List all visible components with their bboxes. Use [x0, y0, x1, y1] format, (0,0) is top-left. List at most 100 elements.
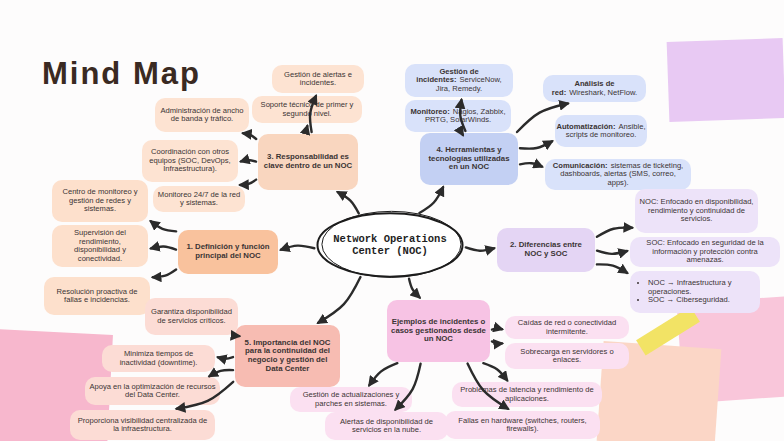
arrow-connector [369, 363, 397, 385]
topic-box: 2. Diferencias entre NOC y SOC [497, 228, 595, 272]
subtopic-box: Resolución proactiva de fallas e inciden… [44, 277, 150, 315]
text-wrap: Gestión de incidentes:ServiceNow, Jira, … [409, 68, 509, 94]
node-text: Soporte técnico de primer y segundo nive… [261, 100, 354, 118]
node-text: Ejemplos de incidentes o casos gestionad… [391, 317, 486, 343]
node-heading: Comunicación: [553, 161, 608, 170]
node-text: Resolución proactiva de fallas e inciden… [56, 287, 137, 305]
arrow-connector [240, 180, 256, 185]
text-wrap: Gestión de alertas e incidentes. [276, 71, 360, 88]
subtopic-box: Monitoreo:Nagios, Zabbix, PRTG, SolarWin… [405, 100, 511, 132]
text-wrap: 3. Responsabilidad es clave dentro de un… [262, 153, 354, 170]
text-wrap: Soporte técnico de primer y segundo nive… [256, 101, 358, 118]
text-wrap: Caídas de red o conectividad intermitent… [509, 319, 625, 336]
text-wrap: Administración de ancho de banda y tráfi… [159, 107, 245, 124]
arrow-connector [281, 246, 314, 250]
node-text: Monitoreo 24/7 de la red y sistemas. [158, 190, 240, 208]
subtopic-box: Fallas en hardware (switches, routers, f… [445, 411, 600, 439]
subtopic-box: Caídas de red o conectividad intermitent… [505, 316, 629, 339]
text-wrap: Comunicación:sistemas de ticketing, dash… [549, 162, 687, 188]
text-wrap: Automatización:Ansible, scripts de monit… [556, 123, 645, 140]
subtopic-box: NOC: Enfocado en disponibilidad, rendimi… [635, 189, 758, 233]
text-wrap: Alertas de disponibilidad de servicios e… [329, 418, 444, 435]
arrow-connector [218, 357, 233, 359]
text-wrap: Monitoreo:Nagios, Zabbix, PRTG, SolarWin… [409, 108, 507, 125]
node-text: Minimiza tiempos de inactividad (downtim… [120, 349, 198, 367]
subtopic-box: Alertas de disponibilidad de servicios e… [325, 412, 448, 440]
subtopic-box: Coordinación con otros equipos (SOC, Dev… [142, 140, 238, 182]
subtopic-box: Análisis de red:Wireshark, NetFlow. [543, 75, 646, 102]
page-title: Mind Map [42, 56, 201, 92]
topic-box: 5. Importancia del NOC para la continuid… [235, 325, 340, 387]
node-text: 1. Definición y función principal del NO… [186, 242, 269, 260]
arrow-connector [306, 126, 309, 132]
text-wrap: SOC: Enfocado en seguridad de la informa… [634, 239, 776, 265]
topic-box: Ejemplos de incidentes o casos gestionad… [387, 300, 490, 362]
subtopic-box: Soporte técnico de primer y segundo nive… [252, 96, 362, 123]
subtopic-box: Administración de ancho de banda y tráfi… [155, 98, 249, 132]
node-text: Gestión de alertas e incidentes. [284, 70, 352, 88]
central-ellipse: Network Operations Center (NOC) [316, 212, 464, 278]
text-wrap: Análisis de red:Wireshark, NetFlow. [547, 80, 642, 97]
subtopic-box: Problemas de latencia y rendimiento de a… [452, 382, 602, 407]
node-text: Proporciona visibilidad centralizada de … [78, 416, 208, 434]
node-text: 5. Importancia del NOC para la continuid… [245, 338, 331, 373]
text-wrap: 5. Importancia del NOC para la continuid… [239, 339, 336, 374]
text-wrap: Resolución proactiva de fallas e inciden… [48, 288, 146, 305]
text-wrap: Fallas en hardware (switches, routers, f… [449, 417, 596, 434]
text-wrap: 2. Diferencias entre NOC y SOC [501, 241, 591, 258]
subtopic-box: Automatización:Ansible, scripts de monit… [555, 115, 647, 147]
node-text: Coordinación con otros equipos (SOC, Dev… [149, 147, 230, 173]
arrow-connector [419, 187, 443, 213]
arrow-connector [318, 277, 360, 323]
arrow-connector [492, 341, 502, 343]
arrow-connector [483, 363, 507, 380]
subtopic-box: Centro de monitoreo y gestión de redes y… [52, 180, 148, 222]
topic-box: 1. Definición y función principal del NO… [178, 230, 278, 274]
node-text: Gestión de actualizaciones y parches en … [303, 390, 400, 408]
node-text: Problemas de latencia y rendimiento de a… [460, 385, 593, 403]
arrow-connector [597, 228, 632, 237]
text-wrap: Supervisión del rendimiento, disponibili… [56, 229, 144, 263]
arrow-connector [241, 160, 256, 162]
node-text: Garantiza disponibilidad de servicios cr… [151, 307, 232, 325]
text-wrap: Network Operations Center (NOC) [320, 233, 460, 257]
bullet-item: NOC → Infraestructura y operaciones. [648, 279, 756, 296]
topic-box: 4. Herramientas y tecnologías utilizadas… [420, 133, 518, 185]
arrow-connector [209, 370, 233, 376]
text-wrap: 4. Herramientas y tecnologías utilizadas… [424, 146, 514, 172]
text-wrap: Coordinación con otros equipos (SOC, Dev… [146, 148, 234, 174]
node-text: Sobrecarga en servidores o enlaces. [520, 347, 613, 365]
node-heading: Automatización: [556, 122, 615, 131]
text-wrap: 1. Definición y función principal del NO… [182, 243, 274, 260]
node-text: Administración de ancho de banda y tráfi… [160, 106, 243, 124]
text-wrap: Problemas de latencia y rendimiento de a… [456, 386, 598, 403]
subtopic-box: Proporciona visibilidad centralizada de … [70, 410, 215, 440]
subtopic-box: Gestión de actualizaciones y parches en … [290, 387, 412, 412]
text-wrap: Sobrecarga en servidores o enlaces. [509, 348, 625, 365]
arrow-connector [151, 221, 176, 231]
arrow-connector [492, 328, 502, 329]
node-text: Apoya en la optimización de recursos del… [89, 382, 215, 400]
arrow-connector [597, 251, 627, 254]
arrow-connector [520, 141, 552, 148]
node-text: Caídas de red o conectividad intermitent… [518, 318, 616, 336]
text-wrap: Apoya en la optimización de recursos del… [89, 383, 216, 400]
text-wrap: NOC: Enfocado en disponibilidad, rendimi… [639, 198, 754, 224]
sticky-note [667, 38, 784, 122]
node-text: Fallas en hardware (switches, routers, f… [458, 416, 586, 434]
subtopic-box: Supervisión del rendimiento, disponibili… [52, 225, 148, 267]
node-text: 3. Responsabilidad es clave dentro de un… [264, 152, 352, 170]
subtopic-box: Monitoreo 24/7 de la red y sistemas. [153, 186, 245, 212]
arrow-connector [409, 279, 420, 298]
node-heading: Monitoreo: [411, 107, 450, 116]
text-wrap: Proporciona visibilidad centralizada de … [74, 417, 211, 434]
ellipse-sketch-line [322, 211, 461, 277]
text-wrap: Ejemplos de incidentes o casos gestionad… [391, 318, 486, 344]
text-wrap: Minimiza tiempos de inactividad (downtim… [106, 350, 211, 367]
node-text: 2. Diferencias entre NOC y SOC [510, 240, 582, 258]
text-wrap: Gestión de actualizaciones y parches en … [294, 391, 408, 408]
subtopic-box: Garantiza disponibilidad de servicios cr… [145, 298, 238, 335]
node-text: Supervisión del rendimiento, disponibili… [74, 228, 126, 263]
